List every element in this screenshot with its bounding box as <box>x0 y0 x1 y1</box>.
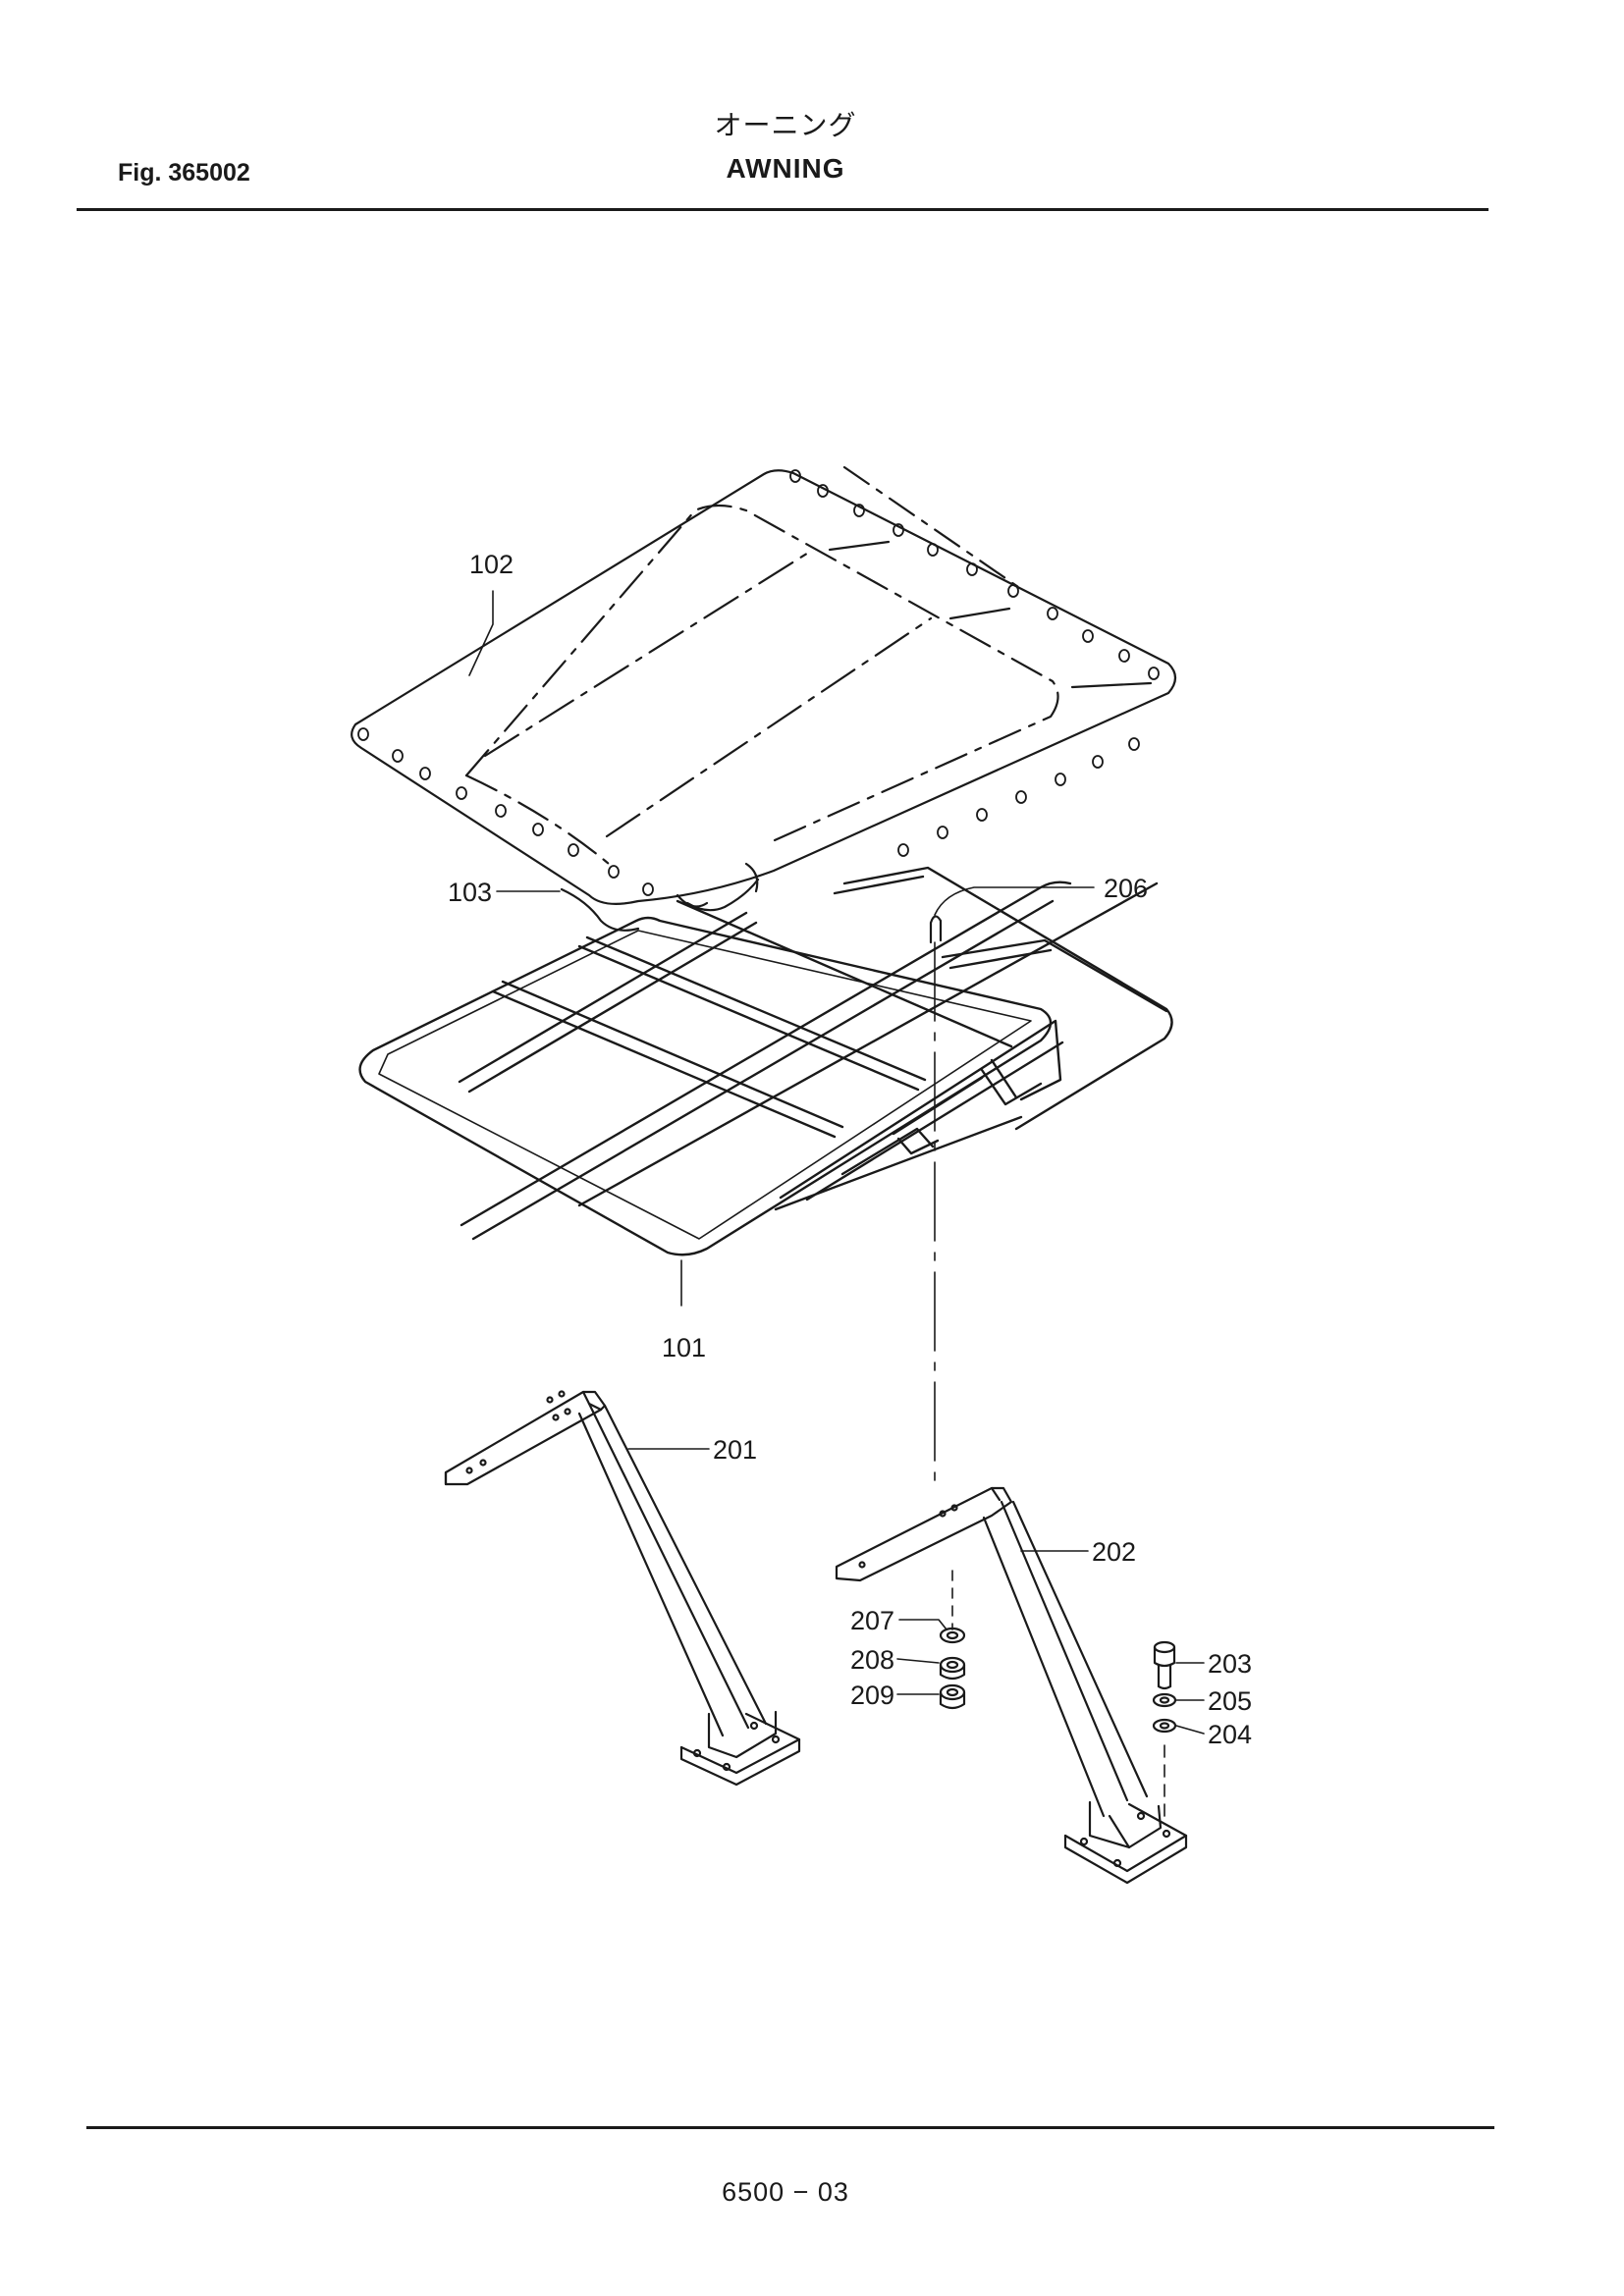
page-number: 6500 − 03 <box>722 2177 849 2207</box>
callout-206: 206 <box>1104 874 1148 903</box>
callout-202: 202 <box>1092 1537 1136 1567</box>
figure-number: Fig. 365002 <box>118 159 250 187</box>
title-english: AWNING <box>726 153 845 184</box>
leader-lines <box>468 590 1205 1735</box>
callout-102: 102 <box>469 550 514 579</box>
title-japanese: オーニング <box>714 109 857 141</box>
footer-rule <box>86 2126 1494 2129</box>
fasteners-207-209 <box>939 1627 966 1710</box>
callout-101: 101 <box>662 1333 706 1362</box>
callout-103: 103 <box>448 878 492 907</box>
ropes-103 <box>560 862 760 932</box>
callout-204: 204 <box>1208 1720 1252 1749</box>
stanchion-201 <box>444 1390 801 1787</box>
callout-207: 207 <box>850 1606 894 1635</box>
fasteners-203-205 <box>1152 1640 1177 1734</box>
header-rule <box>77 208 1489 211</box>
callout-209: 209 <box>850 1681 894 1710</box>
callout-205: 205 <box>1208 1686 1252 1716</box>
pin-206 <box>929 915 943 1483</box>
frame-101 <box>358 866 1173 1256</box>
canvas-cover-102 <box>351 465 1177 906</box>
callout-208: 208 <box>850 1645 894 1675</box>
callout-201: 201 <box>713 1435 757 1465</box>
callout-203: 203 <box>1208 1649 1252 1679</box>
